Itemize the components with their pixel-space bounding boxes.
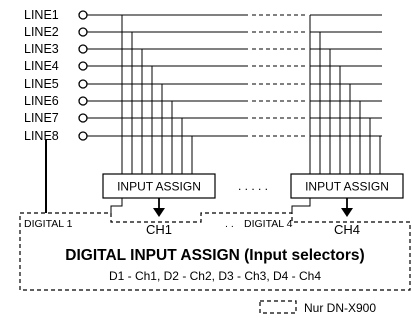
input-label-line7: LINE7 xyxy=(24,111,59,125)
input-jack-line1 xyxy=(78,10,88,20)
input-assign-label-ch1: INPUT ASSIGN xyxy=(117,180,201,194)
legend-label: Nur DN-X900 xyxy=(304,301,376,315)
input-assign-label-ch4: INPUT ASSIGN xyxy=(305,180,389,194)
input-jack-line4 xyxy=(78,61,88,71)
input-label-line6: LINE6 xyxy=(24,94,59,108)
input-label-line3: LINE3 xyxy=(24,42,59,56)
input-jack-line7 xyxy=(78,113,88,123)
channel-label-ch1: CH1 xyxy=(146,222,172,237)
input-buses xyxy=(87,14,382,137)
input-jack-line3 xyxy=(78,44,88,54)
input-label-line4: LINE4 xyxy=(24,59,59,73)
input-label-line2: LINE2 xyxy=(24,25,59,39)
digital1-link xyxy=(110,198,123,213)
input-assign-box-ch4 xyxy=(290,173,404,199)
ch4-output-arrow xyxy=(341,198,353,217)
taps-ch1 xyxy=(121,15,193,174)
input-jack-line5 xyxy=(78,79,88,89)
input-assign-box-ch1 xyxy=(102,173,216,199)
input-connectors xyxy=(78,10,88,141)
channels-ellipsis: . . . . . xyxy=(238,179,268,193)
digital-input-label-1: DIGITAL 1 xyxy=(24,218,73,230)
input-label-line1: LINE1 xyxy=(24,8,59,22)
input-label-line5: LINE5 xyxy=(24,77,59,91)
digital-assign-mapping: D1 - Ch1, D2 - Ch2, D3 - Ch3, D4 - Ch4 xyxy=(109,269,321,283)
taps-ch4 xyxy=(309,15,381,174)
input-jack-line6 xyxy=(78,96,88,106)
ch1-output-arrow xyxy=(153,198,165,217)
channel-label-ch4: CH4 xyxy=(334,222,360,237)
input-labels: LINE1 LINE2 LINE3 LINE4 LINE5 LINE6 LINE… xyxy=(24,8,59,143)
input-jack-line8 xyxy=(78,131,88,141)
digital-assign-title: DIGITAL INPUT ASSIGN (Input selectors) xyxy=(65,247,364,264)
digital4-link xyxy=(291,198,311,213)
digital-dots: . . xyxy=(225,218,234,230)
digital-input-label-4: DIGITAL 4 xyxy=(244,218,293,230)
input-label-line8: LINE8 xyxy=(24,129,59,143)
input-jack-line2 xyxy=(78,27,88,37)
legend-dashed-swatch xyxy=(259,300,297,314)
